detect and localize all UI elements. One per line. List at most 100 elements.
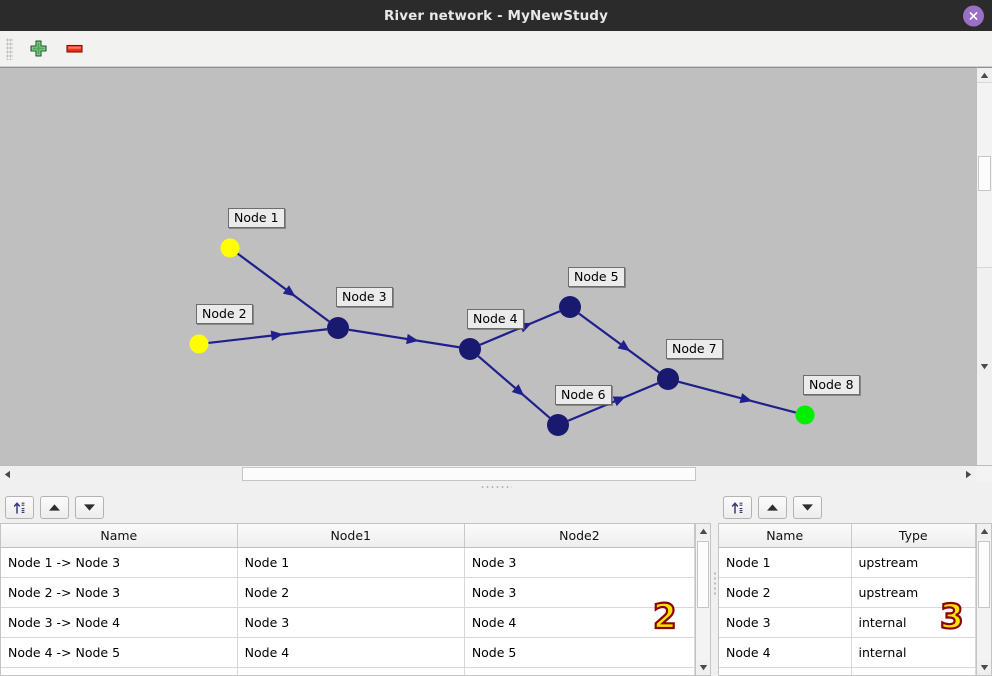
scroll-right-arrow-icon[interactable] [961, 466, 976, 482]
reach-cell[interactable]: Node 1 -> Node 3 [1, 547, 238, 578]
arrow-down-icon[interactable] [793, 496, 822, 519]
column-header-node2[interactable]: Node2 [464, 524, 695, 548]
close-icon[interactable] [963, 5, 984, 26]
sort-ascending-icon[interactable] [5, 496, 34, 519]
reaches-vertical-scrollbar[interactable] [695, 524, 711, 676]
graph-node-label-node6[interactable]: Node 6 [555, 385, 612, 405]
graph-node-node5[interactable] [559, 296, 581, 318]
node-cell[interactable]: internal [851, 607, 976, 638]
green-plus-add-icon[interactable] [25, 36, 51, 62]
node-cell[interactable]: Node 3 [719, 607, 852, 638]
column-header-node1[interactable]: Node1 [237, 524, 465, 548]
red-minus-remove-icon[interactable] [61, 36, 87, 62]
reaches-table-header-row: Name Node1 Node2 [1, 524, 695, 548]
edge-arrowhead [617, 339, 631, 352]
edge-arrowhead [270, 330, 284, 341]
edge-node1-node3[interactable] [236, 252, 330, 323]
graph-node-node1[interactable] [220, 238, 240, 258]
node-cell[interactable]: Node 4 [719, 637, 852, 668]
nodes-vscroll-thumb[interactable] [978, 541, 990, 608]
graph-node-node2[interactable] [189, 334, 209, 354]
edge-node4-node6[interactable] [477, 355, 551, 419]
arrow-up-icon[interactable] [758, 496, 787, 519]
edge-node7-node8[interactable] [678, 380, 797, 414]
node-cell[interactable]: upstream [851, 577, 976, 608]
reach-cell[interactable]: Node 3 [464, 547, 695, 578]
reaches-vscroll-thumb[interactable] [697, 541, 709, 608]
arrow-down-icon[interactable] [75, 496, 104, 519]
graph-node-label-node8[interactable]: Node 8 [803, 375, 860, 395]
canvas-hscroll-track[interactable] [15, 466, 961, 482]
horizontal-splitter[interactable] [0, 482, 992, 492]
canvas-vertical-scrollbar[interactable] [976, 67, 992, 465]
arrow-up-icon[interactable] [40, 496, 69, 519]
graph-node-node6[interactable] [547, 414, 569, 436]
nodes-scroll-down-arrow-icon[interactable] [977, 660, 991, 675]
column-header-type[interactable]: Type [851, 524, 976, 548]
reach-cell[interactable]: Node 2 -> Node 3 [1, 577, 238, 608]
scroll-left-arrow-icon[interactable] [0, 466, 15, 482]
node-cell[interactable]: Node 1 [719, 547, 852, 578]
reach-cell[interactable]: Node 4 [464, 607, 695, 638]
node-cell[interactable]: internal [851, 637, 976, 668]
window-title: River network - MyNewStudy [384, 7, 608, 24]
column-header-name[interactable]: Name [719, 524, 852, 548]
canvas-vscroll-track[interactable] [977, 83, 992, 267]
graph-node-label-node3[interactable]: Node 3 [336, 287, 393, 307]
graph-node-label-node7[interactable]: Node 7 [666, 339, 723, 359]
canvas-horizontal-scrollbar[interactable] [0, 466, 976, 482]
scroll-down-arrow-icon[interactable] [977, 266, 992, 465]
reach-cell[interactable]: Node 2 [237, 577, 465, 608]
edge-node6-node7[interactable] [567, 382, 659, 422]
reach-cell[interactable]: Node 5 [464, 637, 695, 668]
reaches-scroll-down-arrow-icon[interactable] [696, 660, 710, 675]
toolbar-grip[interactable] [6, 37, 13, 60]
graph-node-label-node2[interactable]: Node 2 [196, 304, 253, 324]
edge-node2-node3[interactable] [208, 328, 328, 345]
reach-cell[interactable]: Node 4 -> Node 5 [1, 637, 238, 668]
node-cell[interactable]: Node 2 [719, 577, 852, 608]
reach-cell[interactable]: Node 3 [464, 577, 695, 608]
graph-node-node3[interactable] [327, 317, 349, 339]
edge-node5-node7[interactable] [578, 312, 660, 374]
graph-node-node8[interactable] [795, 405, 815, 425]
scroll-up-arrow-icon[interactable] [977, 68, 992, 83]
reach-cell[interactable]: Node 3 -> Node 4 [1, 607, 238, 638]
network-diagram-canvas[interactable]: Node 1 Node 2 Node 3 Node 4 Node 5 Node 6 Node… [0, 67, 976, 465]
column-header-name[interactable]: Name [1, 524, 238, 548]
sort-ascending-icon[interactable] [723, 496, 752, 519]
nodes-scroll-up-arrow-icon[interactable] [977, 524, 991, 539]
graph-node-label-node1[interactable]: Node 1 [228, 208, 285, 228]
scrollbar-corner [976, 466, 992, 482]
graph-node-label-node4[interactable]: Node 4 [467, 309, 524, 329]
nodes-vertical-scrollbar[interactable] [976, 524, 992, 676]
reaches-vscroll-track[interactable] [696, 539, 710, 660]
reach-cell[interactable]: Node 3 [237, 607, 465, 638]
canvas-vscroll-thumb[interactable] [978, 156, 991, 192]
graph-node-node4[interactable] [459, 338, 481, 360]
reach-cell[interactable]: Node 4 [237, 637, 465, 668]
canvas-hscroll-thumb[interactable] [242, 467, 697, 481]
graph-node-node7[interactable] [657, 368, 679, 390]
vertical-splitter-grip [713, 571, 716, 597]
node-cell[interactable]: upstream [851, 547, 976, 578]
vertical-splitter[interactable] [711, 492, 718, 676]
reaches-scroll-up-arrow-icon[interactable] [696, 524, 710, 539]
nodes-vscroll-track[interactable] [977, 539, 991, 660]
splitter-grip [480, 485, 512, 489]
reaches-toolbar [0, 492, 711, 523]
reach-cell[interactable]: Node 1 [237, 547, 465, 578]
edge-node3-node4[interactable] [348, 328, 460, 349]
graph-node-label-node5[interactable]: Node 5 [568, 267, 625, 287]
